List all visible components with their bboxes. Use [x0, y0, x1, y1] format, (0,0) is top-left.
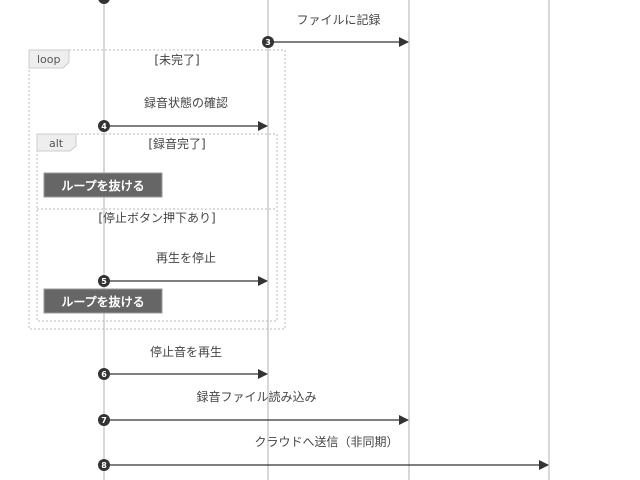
lifelines	[103, 0, 550, 480]
sequence-number-badge	[98, 120, 110, 132]
note-exit-loop-2: ループを抜ける	[43, 288, 163, 314]
message-label: ファイルに記録	[296, 12, 380, 27]
alt-condition-2: [停止ボタン押下あり]	[98, 210, 215, 225]
loop-frame: loop [未完了]	[28, 49, 286, 330]
message-6: 停止音を再生 6	[98, 344, 268, 380]
sequence-number: 4	[101, 122, 107, 131]
message-label: 再生を停止	[156, 250, 216, 265]
message-partial	[98, 0, 110, 4]
note-exit-loop-1: ループを抜ける	[43, 172, 163, 198]
message-7: 録音ファイル読み込み 7	[98, 389, 409, 426]
sequence-number-badge	[98, 459, 110, 471]
sequence-number-badge	[98, 414, 110, 426]
alt-frame: alt [録音完了] [停止ボタン押下あり]	[36, 133, 278, 322]
message-4: 録音状態の確認 4	[98, 95, 268, 132]
sequence-number: 3	[265, 38, 271, 47]
message-label: 録音ファイル読み込み	[196, 389, 316, 404]
sequence-number-badge	[98, 275, 110, 287]
sequence-number: 6	[101, 370, 107, 379]
loop-condition: [未完了]	[154, 52, 199, 67]
message-3: ファイルに記録 3	[262, 12, 409, 48]
alt-condition-1: [録音完了]	[148, 136, 205, 151]
message-label: クラウドへ送信（非同期）	[254, 434, 398, 449]
sequence-number: 8	[101, 461, 107, 470]
svg-text:ループを抜ける: ループを抜ける	[61, 178, 144, 193]
message-8: クラウドへ送信（非同期） 8	[98, 434, 549, 471]
loop-keyword: loop	[37, 53, 61, 66]
sequence-number: 7	[101, 416, 107, 425]
sequence-number: 5	[101, 277, 107, 286]
alt-keyword: alt	[49, 137, 64, 150]
sequence-number-badge	[98, 368, 110, 380]
svg-text:ループを抜ける: ループを抜ける	[61, 294, 144, 309]
message-label: 停止音を再生	[150, 344, 222, 359]
message-label: 録音状態の確認	[144, 95, 228, 110]
message-5: 再生を停止 5	[98, 250, 268, 287]
sequence-number-badge	[262, 36, 274, 48]
sequence-number-badge	[98, 0, 110, 4]
